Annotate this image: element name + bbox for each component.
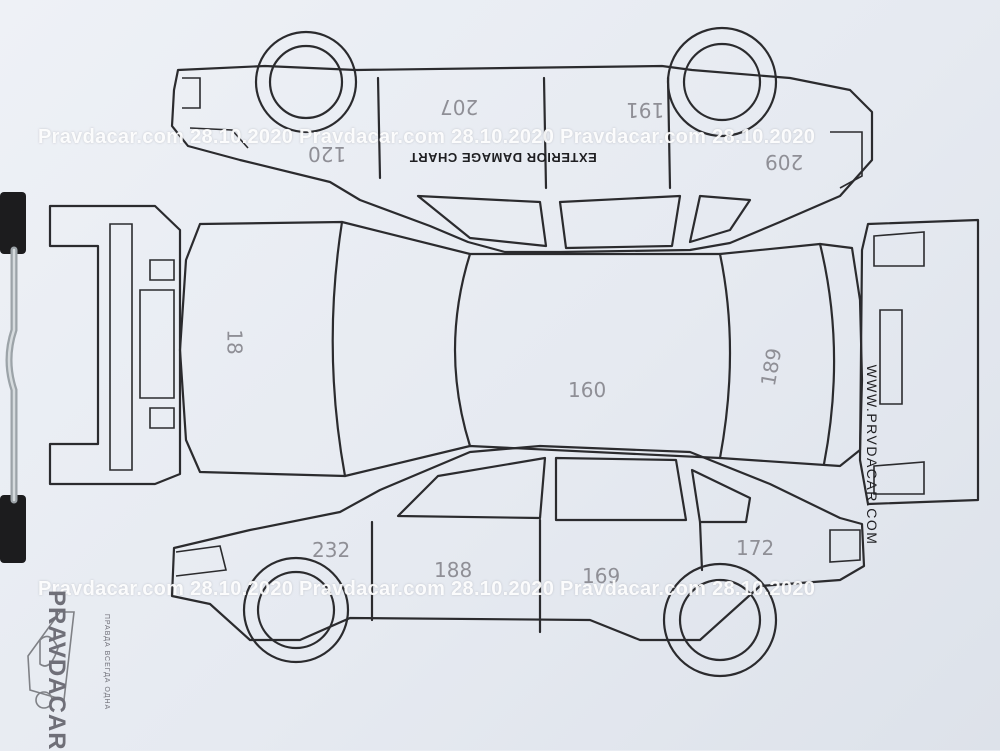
measurement-top-rear-fender: 209	[765, 150, 804, 174]
chart-title: EXTERIOR DAMAGE CHART	[409, 150, 597, 165]
measurement-side-rear-door: 169	[582, 564, 621, 588]
car-top-side-view	[170, 26, 874, 254]
clipboard-clip-icon	[0, 192, 26, 563]
measurement-side-front-fender: 232	[312, 538, 351, 562]
website-url: WWW.PRVDACAR.COM	[864, 364, 880, 546]
logo-name: PRAVDACAR	[43, 590, 70, 751]
measurement-side-front-door: 188	[434, 558, 473, 582]
logo-tagline: ПРАВДА ВСЕГДА ОДНА	[103, 613, 110, 711]
car-bottom-side-view	[170, 444, 866, 678]
watermark-bottom: Pravdacar.com 28.10.2020 Pravdacar.com 2…	[38, 578, 816, 600]
watermark-top: Pravdacar.com 28.10.2020 Pravdacar.com 2…	[38, 126, 816, 148]
measurement-side-rear-fender: 172	[736, 536, 775, 560]
measurement-top-rear-door: 191	[626, 98, 665, 122]
car-plan-view	[48, 204, 980, 506]
measurement-roof: 160	[568, 378, 607, 402]
pravdacar-logo-icon	[27, 611, 75, 709]
measurement-hood: 18	[222, 329, 247, 355]
measurement-top-front-door: 207	[440, 95, 479, 119]
